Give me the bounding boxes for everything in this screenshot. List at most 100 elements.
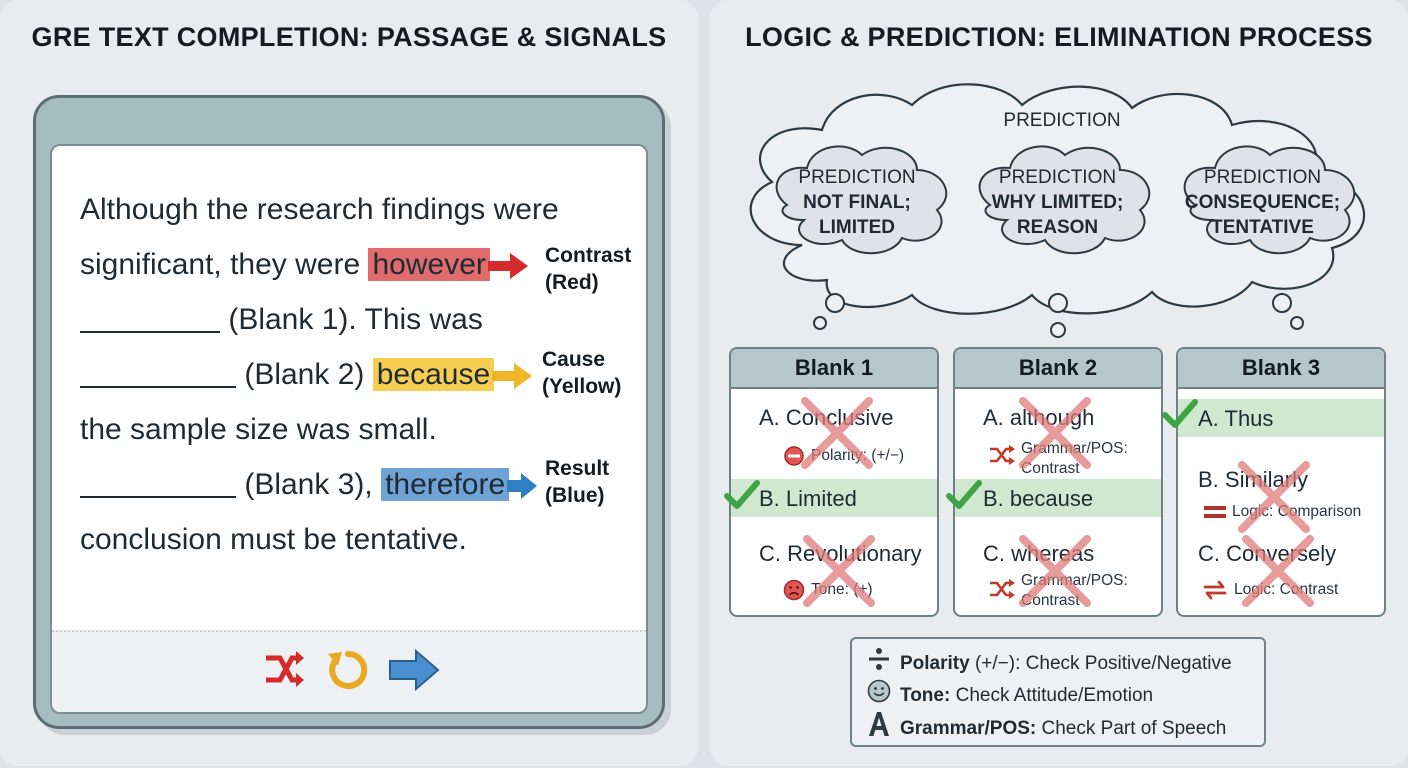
- passage-panel: GRE TEXT COMPLETION: PASSAGE & SIGNALS A…: [0, 0, 698, 766]
- passage-text-line-1: Although the research findings were: [80, 193, 559, 226]
- minus-circle-icon: [784, 446, 804, 466]
- eliminated-cross-icon: [803, 535, 875, 607]
- passage-line: Although the research findings were: [80, 182, 640, 237]
- passage-text-line-4: (Blank 2): [236, 358, 373, 391]
- prediction-2-line-2: REASON: [1016, 217, 1099, 238]
- prediction-1-label: PREDICTION: [798, 167, 916, 188]
- swap-icon: [1203, 580, 1227, 600]
- passage-text-line-2: significant, they were: [80, 248, 369, 281]
- blank-2-line[interactable]: [80, 356, 236, 388]
- contrast-arrow-icon: [487, 253, 528, 280]
- frown-face-icon: [783, 579, 805, 601]
- option-label: C. Revolutionary: [759, 541, 922, 566]
- contrast-label-line-1: Contrast: [545, 244, 632, 267]
- legend-description: Check Part of Speech: [1036, 718, 1227, 740]
- legend-row-tone: Tone: Check Attitude/Emotion: [866, 679, 1153, 709]
- legend-row-polarity: Polarity (+/−): Check Positive/Negative: [866, 647, 1232, 677]
- tablet-screen: Although the research findings were sign…: [50, 144, 648, 714]
- criteria-legend: Polarity (+/−): Check Positive/Negative …: [850, 637, 1266, 747]
- legend-term: Tone:: [900, 685, 951, 707]
- option-note: Contrast: [1021, 592, 1080, 609]
- refresh-icon[interactable]: [324, 648, 372, 692]
- eliminated-cross-icon: [801, 397, 873, 469]
- prediction-3-line-1: CONSEQUENCE;: [1184, 192, 1341, 213]
- prediction-bubble-2: PREDICTION WHY LIMITED; REASON: [975, 165, 1140, 240]
- passage-text-line-5: the sample size was small.: [80, 413, 437, 446]
- tablet-device: Although the research findings were sign…: [33, 95, 665, 729]
- blank-3-option-c[interactable]: C. Conversely Logic: Contrast: [1178, 519, 1384, 615]
- cause-label-line-2: (Yellow): [542, 375, 622, 398]
- cause-arrow-icon: [492, 363, 533, 390]
- passage-text: Although the research findings were sign…: [80, 182, 640, 567]
- correct-check-icon: [724, 480, 760, 509]
- option-label: B. because: [983, 486, 1094, 511]
- passage-line: (Blank 2) because: [80, 347, 640, 402]
- logic-panel-title: LOGIC & PREDICTION: ELIMINATION PROCESS: [745, 22, 1373, 52]
- screen-footer-toolbar: [52, 630, 646, 712]
- blank-2-title: Blank 2: [955, 349, 1161, 389]
- prediction-thought-cloud: PREDICTION PREDICTION NOT FINAL; LIMITED…: [732, 70, 1392, 345]
- shuffle-icon: [990, 445, 1015, 465]
- passage-line: conclusion must be tentative.: [80, 512, 640, 567]
- legend-term: Polarity: [900, 653, 970, 675]
- blank-1-option-c[interactable]: C. Revolutionary Tone: (+): [731, 519, 937, 615]
- blank-3-card: Blank 3 A. Thus B. Similarly Logic: Comp…: [1176, 347, 1386, 617]
- passage-panel-title: GRE TEXT COMPLETION: PASSAGE & SIGNALS: [31, 22, 667, 52]
- blank-3-line[interactable]: [80, 466, 236, 498]
- prediction-3-label: PREDICTION: [1203, 167, 1322, 188]
- option-label: B. Limited: [759, 486, 857, 511]
- eliminated-cross-icon: [1019, 535, 1091, 607]
- prediction-2-label: PREDICTION: [998, 167, 1117, 188]
- blank-1-option-a[interactable]: A. Conclusive Polarity: (+/−): [731, 389, 937, 479]
- prediction-3-line-2: TENTATIVE: [1211, 217, 1314, 238]
- option-label: A. Thus: [1198, 406, 1274, 431]
- shuffle-icon[interactable]: [262, 648, 306, 692]
- passage-text-line-3: (Blank 1). This was: [220, 303, 483, 336]
- thought-cloud-shape: [749, 83, 1365, 338]
- option-note: Contrast: [1021, 460, 1080, 477]
- contrast-signal-label: Contrast (Red): [545, 242, 631, 296]
- blank-3-option-b[interactable]: B. Similarly Logic: Comparison: [1178, 439, 1384, 533]
- passage-text-line-6: (Blank 3),: [236, 468, 382, 501]
- blank-2-option-c[interactable]: C. whereas Grammar/POS: Contrast: [955, 519, 1161, 615]
- passage-line: significant, they were however: [80, 237, 640, 292]
- legend-term: Grammar/POS:: [900, 718, 1037, 740]
- eliminated-cross-icon: [1242, 535, 1314, 607]
- prediction-bubble-3: PREDICTION CONSEQUENCE; TENTATIVE: [1180, 165, 1345, 240]
- prediction-2-line-1: WHY LIMITED;: [991, 192, 1124, 213]
- legend-description: Check Attitude/Emotion: [950, 685, 1154, 707]
- eliminated-cross-icon: [1238, 461, 1310, 533]
- prediction-1-line-2: LIMITED: [819, 217, 895, 238]
- blank-3-title: Blank 3: [1178, 349, 1384, 389]
- legend-description: (+/−): Check Positive/Negative: [969, 653, 1232, 675]
- letter-a-icon: [866, 711, 892, 747]
- contrast-signal-word: however: [368, 248, 490, 281]
- passage-line: (Blank 1). This was: [80, 292, 640, 347]
- next-arrow-icon[interactable]: [388, 648, 440, 692]
- blank-1-title: Blank 1: [731, 349, 937, 389]
- passage-line: (Blank 3), therefore: [80, 457, 640, 512]
- blank-3-option-a[interactable]: A. Thus: [1178, 399, 1384, 437]
- equals-icon: [1204, 506, 1226, 518]
- cause-signal-label: Cause (Yellow): [542, 346, 621, 400]
- smiley-icon: [866, 679, 892, 713]
- passage-text-line-7: conclusion must be tentative.: [80, 523, 467, 556]
- blank-2-card: Blank 2 A. although Grammar/POS: Contras…: [953, 347, 1163, 617]
- result-label-line-2: (Blue): [545, 484, 605, 507]
- blank-1-line[interactable]: [80, 301, 220, 333]
- result-label-line-1: Result: [545, 457, 610, 480]
- blank-1-option-b[interactable]: B. Limited: [731, 479, 937, 517]
- contrast-label-line-2: (Red): [545, 271, 599, 294]
- result-signal-label: Result (Blue): [545, 455, 609, 509]
- blank-2-option-b[interactable]: B. because: [955, 479, 1161, 517]
- blank-2-option-a[interactable]: A. although Grammar/POS: Contrast: [955, 389, 1161, 479]
- result-arrow-icon: [507, 473, 538, 500]
- result-signal-word: therefore: [381, 468, 510, 501]
- legend-row-grammar: Grammar/POS: Check Part of Speech: [866, 711, 1226, 741]
- prediction-1-line-1: NOT FINAL;: [803, 192, 911, 213]
- passage-line: the sample size was small.: [80, 402, 640, 457]
- blank-1-card: Blank 1 A. Conclusive Polarity: (+/−) B.…: [729, 347, 939, 617]
- eliminated-cross-icon: [1019, 397, 1091, 469]
- logic-panel: LOGIC & PREDICTION: ELIMINATION PROCESS …: [710, 0, 1408, 766]
- cause-signal-word: because: [372, 358, 495, 391]
